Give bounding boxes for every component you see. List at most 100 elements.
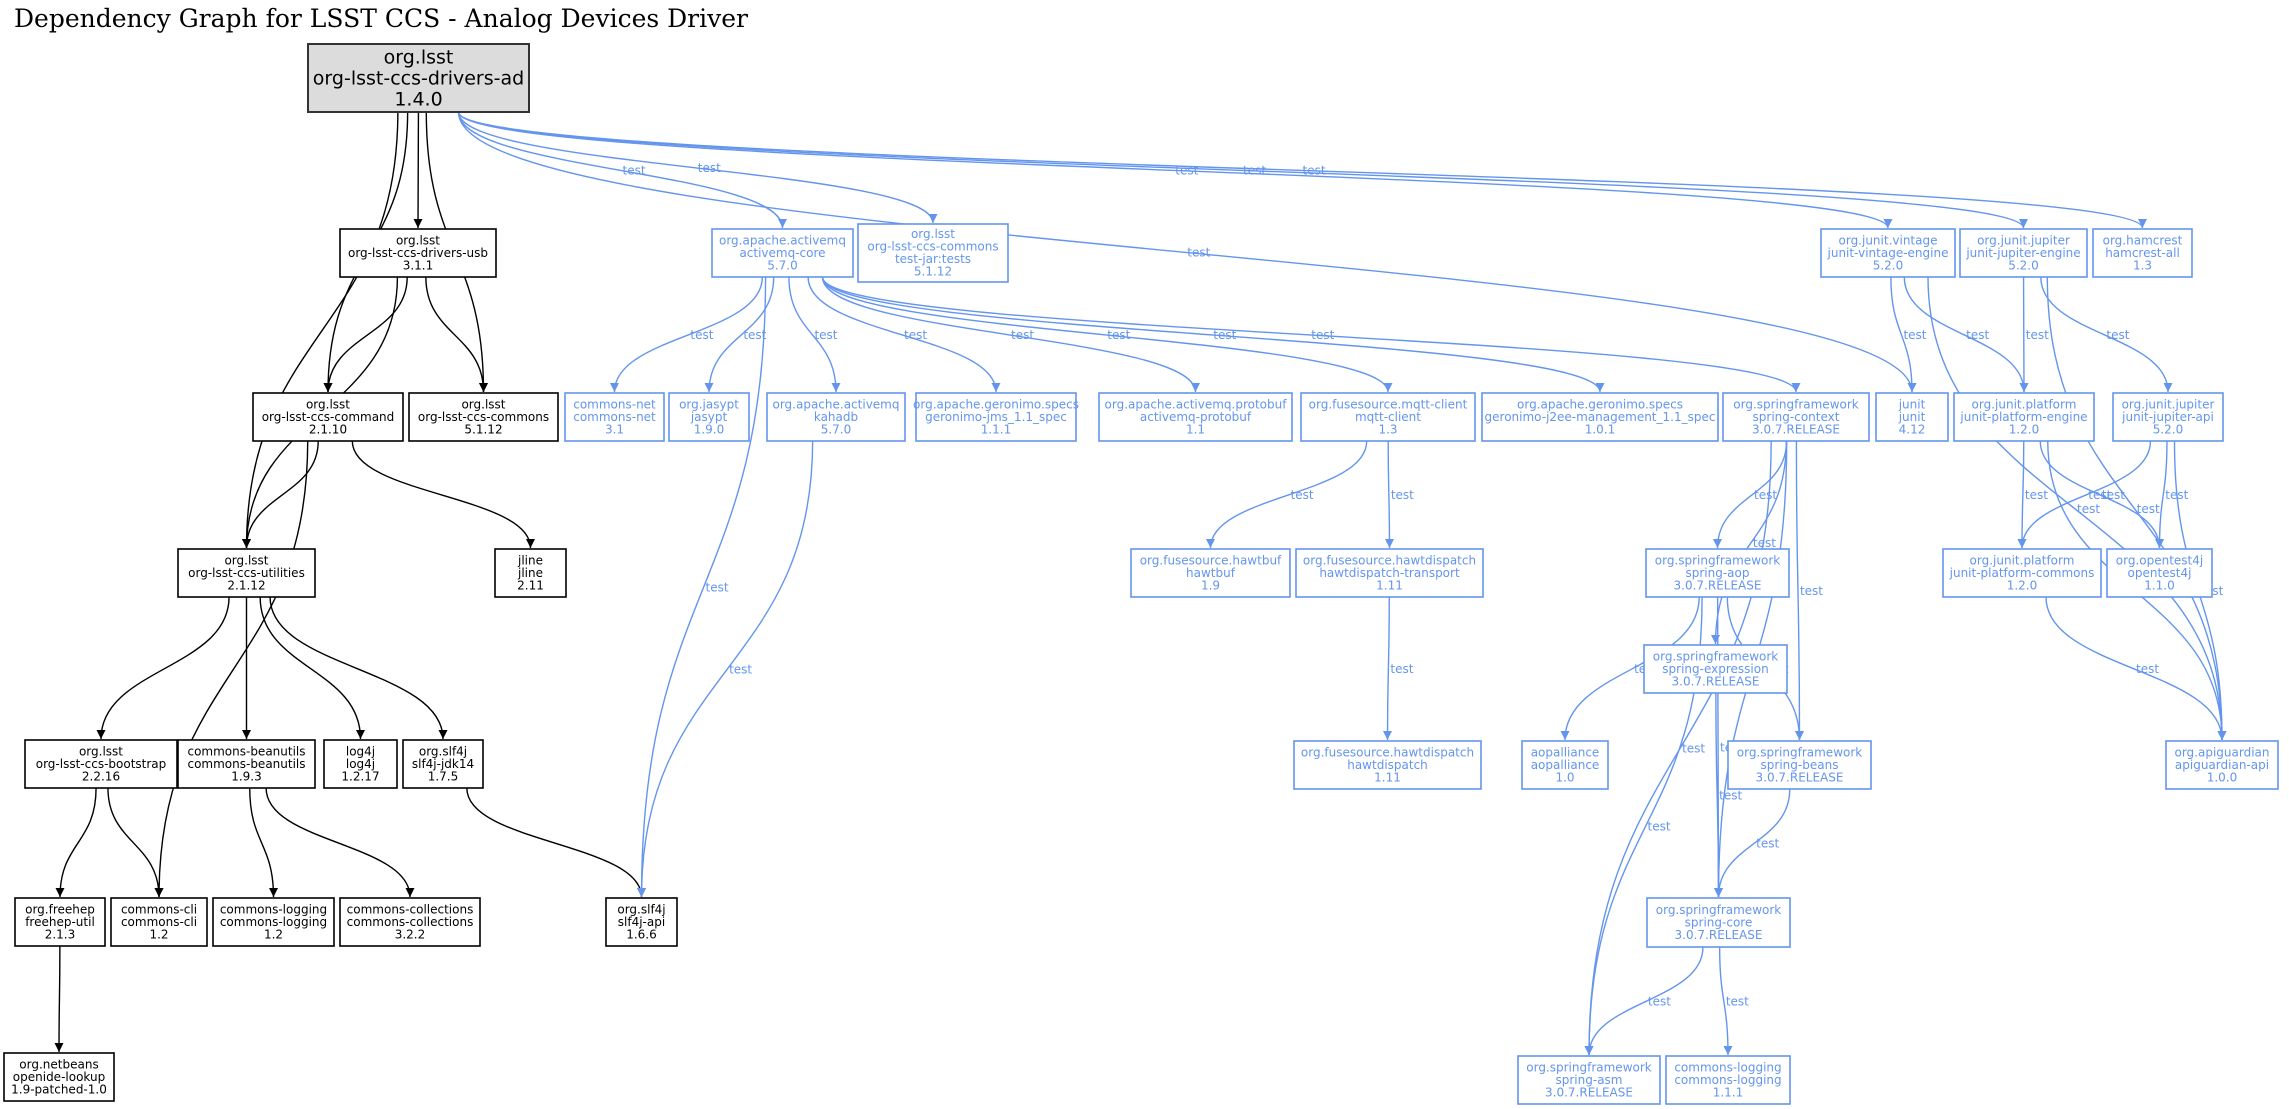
node-collections[interactable]: commons-collectionscommons-collections3.… bbox=[339, 897, 481, 947]
node-box bbox=[668, 392, 750, 442]
node-vintage[interactable]: org.junit.vintagejunit-vintage-engine5.2… bbox=[1820, 228, 1956, 278]
node-hdtransport[interactable]: org.fusesource.hawtdispatchhawtdispatch-… bbox=[1295, 548, 1484, 598]
node-springaop[interactable]: org.springframeworkspring-aop3.0.7.RELEA… bbox=[1645, 548, 1790, 598]
node-box bbox=[402, 739, 484, 789]
node-box bbox=[1665, 1055, 1791, 1105]
edge-line bbox=[1713, 692, 1723, 898]
node-jupengine[interactable]: org.junit.jupiterjunit-jupiter-engine5.2… bbox=[1959, 228, 2088, 278]
edge-root-to-commonstests: test bbox=[457, 111, 938, 224]
node-box bbox=[24, 739, 178, 789]
edge-root-to-vintage: test bbox=[457, 111, 1893, 229]
node-box bbox=[494, 548, 567, 598]
node-version: 3.0.7.RELEASE bbox=[1756, 770, 1844, 784]
node-protobuf[interactable]: org.apache.activemq.protobufactivemq-pro… bbox=[1098, 392, 1293, 442]
node-version: 5.7.0 bbox=[821, 422, 852, 436]
node-version: 1.2.0 bbox=[2007, 578, 2038, 592]
node-group-id: org.lsst bbox=[396, 233, 440, 247]
node-springcore[interactable]: org.springframeworkspring-core3.0.7.RELE… bbox=[1646, 897, 1791, 948]
node-springexpr[interactable]: org.springframeworkspring-expression3.0.… bbox=[1643, 644, 1788, 694]
node-j2ee[interactable]: org.apache.geronimo.specsgeronimo-j2ee-m… bbox=[1481, 392, 1719, 442]
node-group-id: org.lsst bbox=[79, 744, 123, 758]
node-hawtdispatch[interactable]: org.fusesource.hawtdispatchhawtdispatch1… bbox=[1293, 740, 1482, 790]
node-springbeans[interactable]: org.springframeworkspring-beans3.0.7.REL… bbox=[1727, 740, 1872, 790]
edge-label: test bbox=[2025, 488, 2048, 502]
edge-bootstrap-to-freehep bbox=[55, 787, 97, 898]
edge-label: test bbox=[1391, 488, 1414, 502]
node-group-id: org.hamcrest bbox=[2103, 233, 2183, 247]
node-box bbox=[1646, 897, 1791, 948]
node-group-id: org.fusesource.hawtdispatch bbox=[1303, 553, 1476, 567]
edge-root-to-hamcrest: test bbox=[457, 111, 2147, 229]
node-box bbox=[339, 228, 497, 278]
edge-label: test bbox=[1243, 164, 1266, 178]
edge-line bbox=[259, 596, 365, 740]
edge-label: test bbox=[706, 581, 729, 595]
edge-label: test bbox=[1800, 584, 1823, 598]
edge-platcommons-to-apiguardian: test bbox=[2045, 596, 2227, 741]
node-version: 1.4.0 bbox=[394, 88, 442, 110]
edge-amqcore-to-jms: test bbox=[807, 276, 1001, 393]
edge-springbeans-to-springcore: test bbox=[1714, 788, 1791, 898]
node-platcommons[interactable]: org.junit.platformjunit-platform-commons… bbox=[1942, 548, 2102, 598]
edge-line bbox=[821, 276, 1801, 393]
edge-utilities-to-bootstrap bbox=[96, 596, 230, 740]
node-version: 1.6.6 bbox=[626, 927, 657, 941]
edge-label: test bbox=[1303, 164, 1326, 178]
edge-command-to-utilities bbox=[242, 440, 319, 549]
node-platengine[interactable]: org.junit.platformjunit-platform-engine1… bbox=[1953, 392, 2095, 442]
node-artifact-id: junit-jupiter-engine bbox=[1965, 246, 2080, 260]
node-springcontext[interactable]: org.springframeworkspring-context3.0.7.R… bbox=[1722, 392, 1870, 442]
node-artifact-id: apiguardian-api bbox=[2175, 758, 2269, 772]
edge-line bbox=[610, 276, 764, 393]
node-artifact-id: junit bbox=[1898, 410, 1926, 424]
node-group-id: aopalliance bbox=[1531, 745, 1600, 759]
node-netbeans[interactable]: org.netbeansopenide-lookup1.9-patched-1.… bbox=[3, 1052, 115, 1102]
node-box bbox=[605, 897, 678, 947]
node-commonstests[interactable]: org.lsstorg-lsst-ccs-commonstest-jar:tes… bbox=[857, 223, 1009, 283]
edge-amqcore-to-protobuf: test bbox=[821, 276, 1200, 393]
edge-line bbox=[1903, 276, 2029, 393]
edge-label: test bbox=[2137, 502, 2160, 516]
edge-label: test bbox=[1187, 246, 1210, 260]
node-group-id: org.freehep bbox=[25, 902, 95, 916]
node-box bbox=[1875, 392, 1949, 442]
node-group-id: commons-cli bbox=[121, 902, 197, 916]
edge-line bbox=[242, 440, 319, 549]
node-box bbox=[1293, 740, 1482, 790]
node-group-id: org.junit.vintage bbox=[1839, 233, 1938, 247]
edge-jupengine-to-jupapi: test bbox=[2040, 276, 2173, 393]
node-group-id: org.springframework bbox=[1733, 397, 1859, 411]
edge-springcontext-to-springbeans: test bbox=[1794, 440, 1823, 741]
edge-mqtt-to-hawtbuf: test bbox=[1206, 440, 1368, 549]
node-jms[interactable]: org.apache.geronimo.specsgeronimo-jms_1.… bbox=[913, 392, 1079, 442]
node-springasm[interactable]: org.springframeworkspring-asm3.0.7.RELEA… bbox=[1517, 1055, 1661, 1105]
